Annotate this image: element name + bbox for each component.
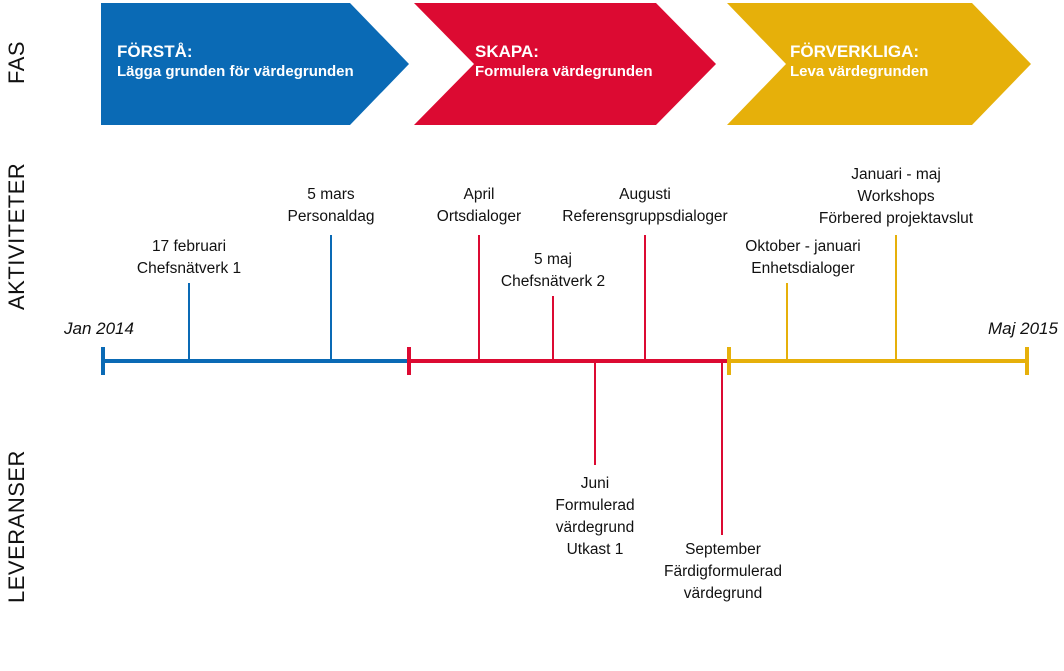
- activity-ortsdialoger: April Ortsdialoger: [437, 184, 521, 228]
- activity-date: Januari - maj: [851, 166, 941, 183]
- activity-referensgruppsdialoger: Augusti Referensgruppsdialoger: [562, 184, 727, 228]
- delivery-fardigformulerad: September Färdigformulerad värdegrund: [664, 539, 782, 605]
- activity-label: Chefsnätverk 1: [136, 260, 242, 277]
- delivery-label: Formulerad: [555, 497, 635, 514]
- timeline-start-label: Jan 2014: [64, 319, 134, 338]
- timeline-end-label: Maj 2015: [988, 319, 1058, 338]
- phase-skapa-name: SKAPA:: [475, 42, 539, 61]
- activity-personaldag: 5 mars Personaldag: [287, 184, 374, 228]
- phase-arrow-forsta: [101, 3, 409, 125]
- phase-arrow-skapa: [414, 3, 716, 125]
- activity-date: 5 maj: [534, 251, 572, 268]
- activity-workshops: Januari - maj Workshops Förbered projekt…: [819, 164, 973, 230]
- phase-skapa-description: Formulera värdegrunden: [475, 63, 653, 80]
- activity-label: Enhetsdialoger: [751, 260, 855, 277]
- activity-label: Ortsdialoger: [436, 208, 522, 225]
- activity-date: Oktober - januari: [745, 238, 861, 255]
- activity-date: 5 mars: [307, 186, 355, 203]
- activity-label: Chefsnätverk 2: [500, 273, 606, 290]
- delivery-label: Utkast 1: [566, 541, 624, 558]
- activity-label: Workshops: [857, 188, 935, 205]
- phase-forverkliga-description: Leva värdegrunden: [790, 63, 929, 80]
- phase-forsta-name: FÖRSTÅ:: [117, 42, 193, 61]
- phase-skapa: SKAPA: Formulera värdegrunden: [475, 42, 653, 82]
- activity-date: 17 februari: [151, 238, 227, 255]
- activity-chefsnatverk-1: 17 februari Chefsnätverk 1: [137, 236, 241, 280]
- activity-enhetsdialoger: Oktober - januari Enhetsdialoger: [745, 236, 860, 280]
- activity-date: Augusti: [619, 186, 671, 203]
- activity-chefsnatverk-2: 5 maj Chefsnätverk 2: [501, 249, 605, 293]
- delivery-date: September: [685, 541, 761, 558]
- phase-forsta-description: Lägga grunden för värdegrunden: [117, 63, 354, 80]
- delivery-label: värdegrund: [683, 585, 763, 602]
- phase-forverkliga: FÖRVERKLIGA: Leva värdegrunden: [790, 42, 928, 82]
- delivery-label: Färdigformulerad: [663, 563, 783, 580]
- activity-date: April: [463, 186, 495, 203]
- delivery-label: värdegrund: [555, 519, 635, 536]
- activity-label-extra: Förbered projektavslut: [818, 210, 974, 227]
- phase-forsta: FÖRSTÅ: Lägga grunden för värdegrunden: [117, 42, 354, 82]
- delivery-utkast-1: Juni Formulerad värdegrund Utkast 1: [555, 473, 634, 561]
- phase-arrow-forverkliga: [727, 3, 1031, 125]
- activity-label: Personaldag: [287, 208, 375, 225]
- delivery-date: Juni: [580, 475, 610, 492]
- activity-label: Referensgruppsdialoger: [562, 208, 728, 225]
- phase-forverkliga-name: FÖRVERKLIGA:: [790, 42, 920, 61]
